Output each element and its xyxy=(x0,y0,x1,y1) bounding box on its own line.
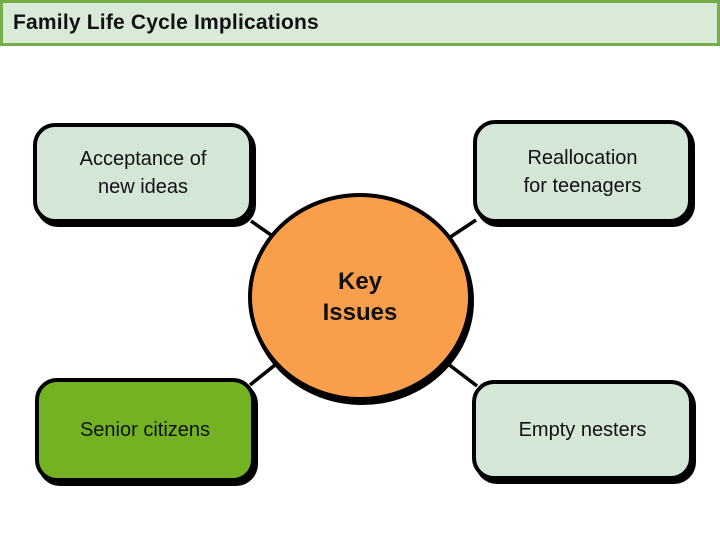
node-senior-citizens: Senior citizens xyxy=(35,378,255,482)
node-empty-nesters: Empty nesters xyxy=(472,380,693,480)
node-label: Reallocation for teenagers xyxy=(523,146,642,197)
node-acceptance-of-new-ideas: Acceptance of new ideas xyxy=(33,123,253,223)
node-reallocation-for-teenagers: Reallocation for teenagers xyxy=(473,120,692,223)
ellipse-label: Key Issues xyxy=(322,268,398,326)
node-label: Acceptance of new ideas xyxy=(79,148,207,198)
slide-title: Family Life Cycle Implications xyxy=(13,11,319,34)
key-issues-ellipse: Key Issues xyxy=(248,193,472,401)
node-label: Senior citizens xyxy=(79,419,211,441)
title-bar: Family Life Cycle Implications xyxy=(0,0,720,46)
node-label: Empty nesters xyxy=(518,419,647,441)
